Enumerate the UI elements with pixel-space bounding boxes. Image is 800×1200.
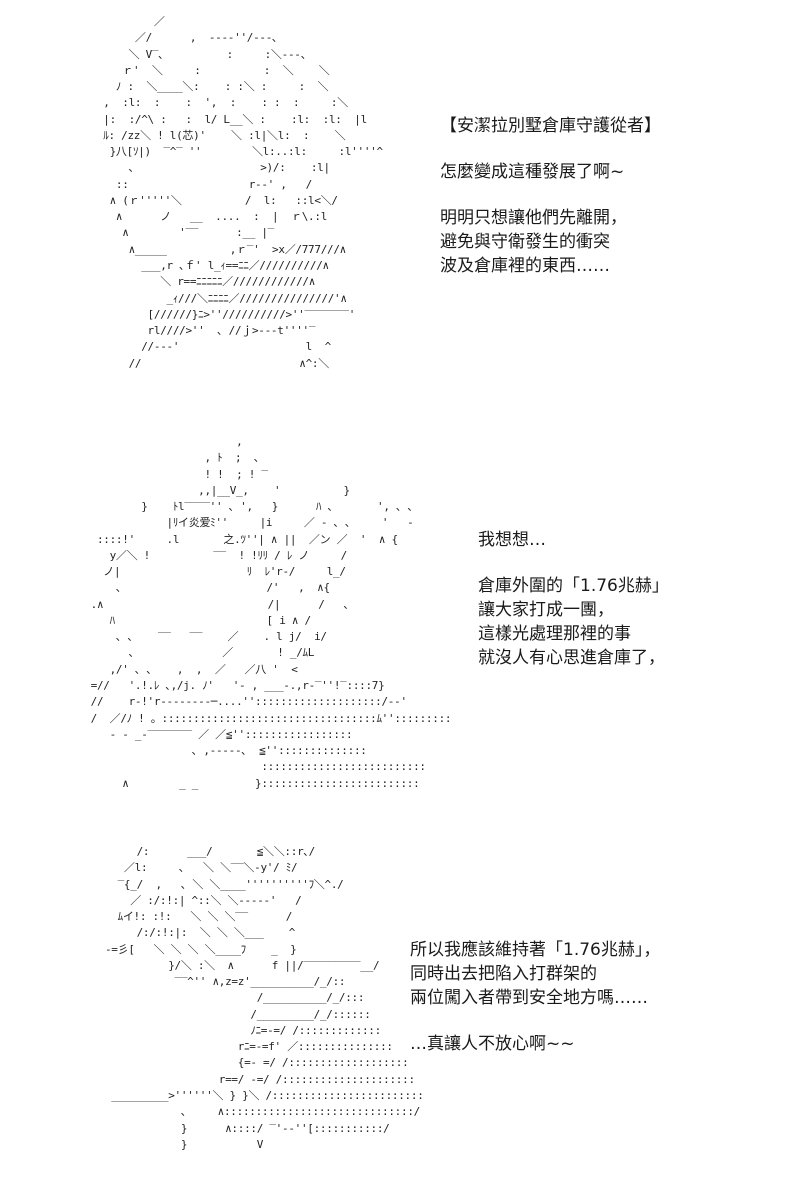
comic-panel-3: /: ___/ ≦＼＼::r､/ ／l: ､ ＼ ＼‾‾＼-y'/ ﾐ/ ‾{_… <box>0 830 800 1200</box>
dialogue-line: 就沒人有心思進倉庫了， <box>478 648 665 668</box>
speech-text-3: 所以我應該維持著「1.76兆赫」， 同時出去把陷入打群架的 兩位闖入者帶到安全地… <box>410 938 660 1056</box>
dialogue-line: 明明只想讓他們先離開， <box>440 208 627 228</box>
comic-panel-1: ／ ／/ , ---‐''/---､ ＼ V‾､ : :＼-‐‐、 ｒ' ＼ :… <box>0 0 800 420</box>
dialogue-line: 波及倉庫裡的東西…… <box>440 256 610 276</box>
comic-panel-2: , , ﾄ ; ､ ! ! ; ! ‾ ,,|__V_, ' } } ﾄl‾‾‾… <box>0 420 800 830</box>
ascii-art-figure-1: ／ ／/ , ---‐''/---､ ＼ V‾､ : :＼-‐‐、 ｒ' ＼ :… <box>103 15 383 370</box>
dialogue-line: 避免與守衛發生的衝突 <box>440 232 610 252</box>
speech-text-2: 我想想… 倉庫外圍的「1.76兆赫」 讓大家打成一團， 這樣光處理那裡的事 就沒… <box>478 528 669 670</box>
dialogue-line: 倉庫外圍的「1.76兆赫」 <box>478 576 669 596</box>
speaker-label: 【安潔拉別墅倉庫守護從者】 <box>440 116 661 136</box>
dialogue-line: …真讓人不放心啊~~ <box>410 1034 575 1054</box>
dialogue-line: 同時出去把陷入打群架的 <box>410 964 597 984</box>
dialogue-line: 我想想… <box>478 530 546 550</box>
dialogue-line: 兩位闖入者帶到安全地方嗎…… <box>410 988 648 1008</box>
ascii-art-figure-2: , , ﾄ ; ､ ! ! ; ! ‾ ,,|__V_, ' } } ﾄl‾‾‾… <box>90 435 452 790</box>
ascii-art-figure-3: /: ___/ ≦＼＼::r､/ ／l: ､ ＼ ＼‾‾＼-y'/ ﾐ/ ‾{_… <box>104 845 424 1151</box>
dialogue-line: 所以我應該維持著「1.76兆赫」， <box>410 940 661 960</box>
dialogue-line: 怎麼變成這種發展了啊~ <box>440 162 625 182</box>
dialogue-line: 讓大家打成一團， <box>478 600 614 620</box>
speech-text-1: 【安潔拉別墅倉庫守護從者】 怎麼變成這種發展了啊~ 明明只想讓他們先離開， 避免… <box>440 114 661 278</box>
dialogue-line: 這樣光處理那裡的事 <box>478 624 631 644</box>
